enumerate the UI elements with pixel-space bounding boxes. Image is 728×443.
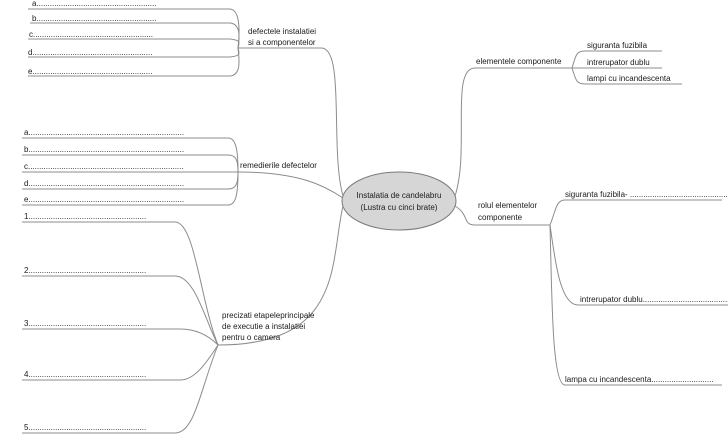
roles-label-line2: componente	[478, 213, 523, 222]
defects-curve-c	[28, 38, 240, 49]
remedies-item-a: a.......................................…	[24, 128, 184, 137]
center-subtitle: (Lustra cu cinci brate)	[361, 203, 438, 212]
connector-steps	[217, 205, 344, 346]
center-node	[341, 171, 457, 231]
defects-item-e: e.......................................…	[28, 67, 152, 76]
steps-curve-2	[22, 275, 219, 346]
steps-label-line3: pentru o camera	[222, 333, 281, 342]
defects-curve-e	[28, 47, 240, 77]
components-curve-1	[571, 50, 662, 69]
roles-curve-2	[549, 224, 728, 306]
roles-curve-1	[549, 199, 722, 226]
steps-curve-3	[22, 328, 219, 346]
role-fuse: siguranta fuzibila- ....................…	[565, 190, 728, 199]
components-curve-3	[571, 67, 682, 85]
remedies-label: remedierile defectelor	[240, 161, 317, 170]
defects-label-line2: si a componentelor	[248, 38, 316, 47]
defects-item-d: d.......................................…	[28, 48, 152, 57]
defects-item-a: a.......................................…	[32, 0, 156, 8]
steps-item-1: 1.......................................…	[24, 212, 146, 221]
steps-curve-5	[22, 344, 219, 434]
roles-label-line1: rolul elementelor	[478, 201, 537, 210]
steps-label-line1: precizati etapeleprincipale	[222, 311, 315, 320]
connector-defects	[238, 47, 344, 197]
remedies-item-e: e.......................................…	[24, 195, 184, 204]
steps-curve-1	[22, 221, 219, 346]
connector-remedies	[237, 171, 344, 199]
role-switch: intrerupator dublu......................…	[580, 295, 728, 304]
component-fuse: siguranta fuzibila	[587, 41, 648, 50]
connector-roles	[454, 205, 550, 226]
remedies-item-c: c.......................................…	[24, 162, 184, 171]
defects-item-c: c.......................................…	[29, 30, 153, 39]
remedies-item-d: d.......................................…	[24, 179, 184, 188]
roles-curve-3	[549, 224, 722, 386]
steps-curve-4	[22, 344, 219, 381]
connector-components	[454, 67, 572, 197]
steps-item-4: 4.......................................…	[24, 370, 146, 379]
steps-label-line2: de executie a instalatiei	[222, 322, 305, 331]
remedies-item-b: b.......................................…	[24, 145, 184, 154]
remedies-curve-e	[22, 171, 239, 206]
steps-item-2: 2.......................................…	[24, 266, 146, 275]
center-title: Instalatia de candelabru	[357, 191, 442, 200]
steps-item-3: 3.......................................…	[24, 319, 146, 328]
defects-label-line1: defectele instalatiei	[248, 27, 316, 36]
component-switch: intrerupator dublu	[587, 58, 650, 67]
remedies-curve-b	[22, 154, 239, 173]
defects-item-b: b.......................................…	[32, 14, 156, 23]
steps-item-5: 5.......................................…	[24, 423, 146, 432]
component-lamps: lampi cu incandescenta	[587, 74, 671, 83]
role-lamp: lampa cu incandescenta..................…	[565, 375, 714, 384]
components-label: elementele componente	[476, 57, 562, 66]
